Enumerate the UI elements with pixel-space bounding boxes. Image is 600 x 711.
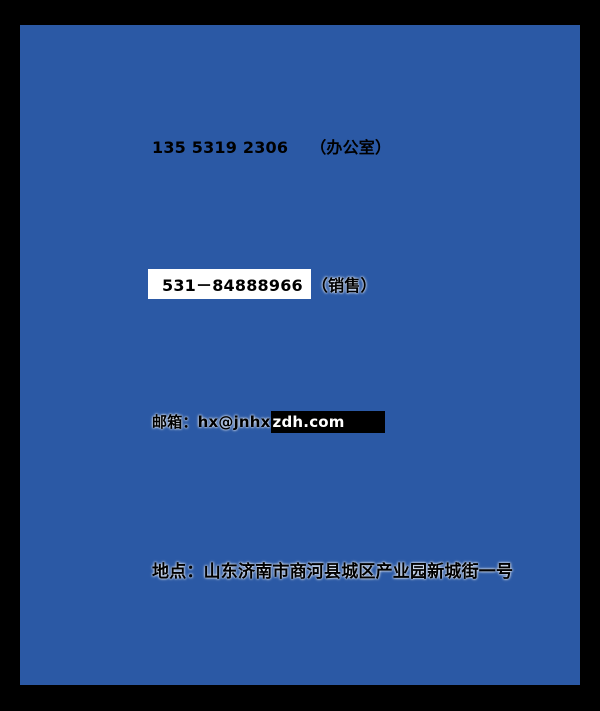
office-phone-line: 135 5319 2306 （办公室）: [152, 134, 391, 158]
office-phone-label: （办公室）: [310, 138, 392, 157]
email-address-prefix: hx@jnhx: [197, 413, 271, 431]
sales-phone-line: 531－84888966（销售）: [148, 269, 377, 299]
office-phone-number: 135 5319 2306: [152, 138, 289, 157]
email-label: 邮箱：: [152, 413, 198, 431]
email-address-highlight: zdh.com: [270, 411, 385, 433]
address-line: 地点：山东济南市商河县城区产业园新城街一号: [152, 562, 514, 582]
contact-panel: 135 5319 2306 （办公室） 531－84888966（销售） 邮箱：h…: [20, 25, 580, 685]
sales-phone-label: （销售）: [311, 276, 377, 295]
sales-phone-number: 531－84888966: [148, 269, 311, 299]
